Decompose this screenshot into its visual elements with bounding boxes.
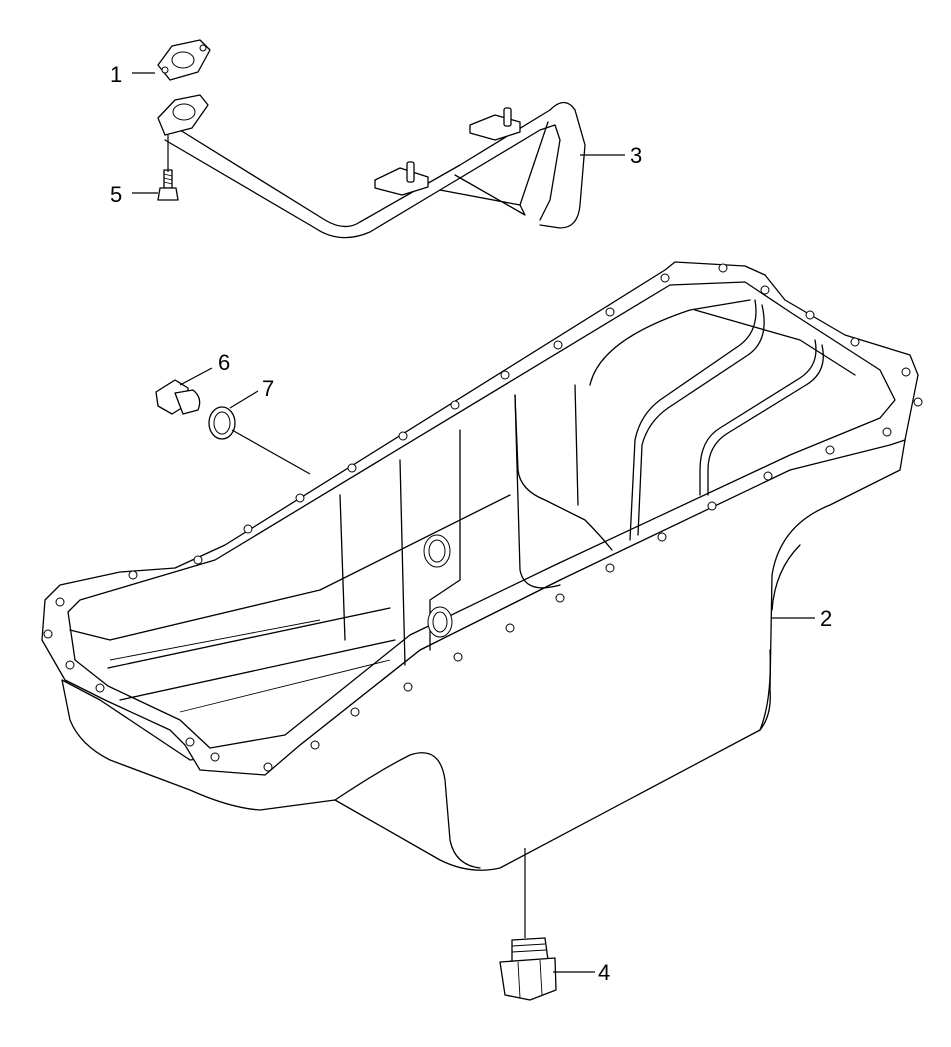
gasket-icon bbox=[157, 39, 211, 81]
callout-1: 1 bbox=[110, 62, 122, 87]
oil-pan-icon bbox=[41, 261, 923, 871]
callout-7: 7 bbox=[262, 376, 274, 401]
callout-4: 4 bbox=[598, 960, 610, 985]
drain-plug-icon bbox=[499, 937, 557, 1001]
callout-5: 5 bbox=[110, 182, 122, 207]
seal-ring-icon bbox=[208, 406, 236, 440]
callout-3: 3 bbox=[630, 143, 642, 168]
oil-pickup-tube-icon bbox=[157, 94, 586, 239]
leader-lines bbox=[132, 72, 815, 973]
bolt-icon bbox=[157, 169, 179, 201]
callout-6: 6 bbox=[218, 350, 230, 375]
callout-2: 2 bbox=[820, 606, 832, 631]
plug-icon bbox=[155, 379, 201, 415]
